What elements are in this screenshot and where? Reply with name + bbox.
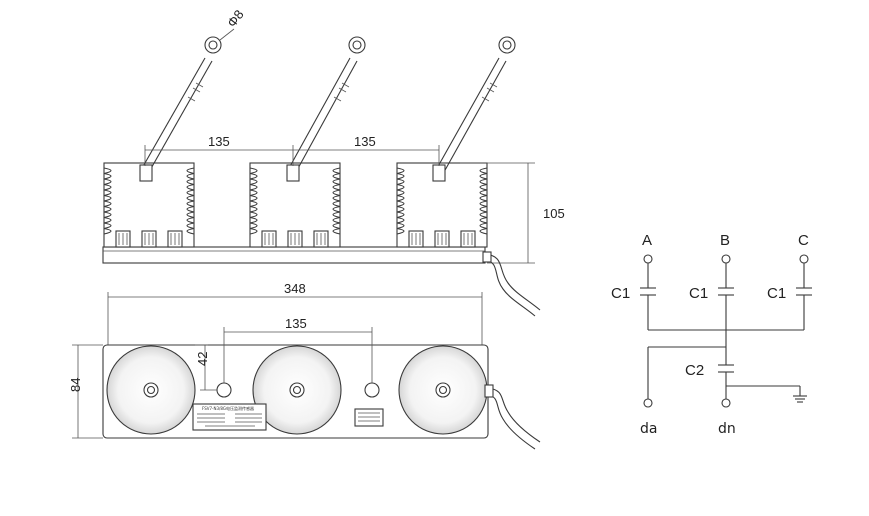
- front-view: Φ8 135 135 105: [102, 7, 565, 317]
- nameplate-text-lines: [197, 413, 262, 427]
- insulator-shed-2: [249, 167, 258, 235]
- bottom-terminal: [408, 230, 424, 248]
- length-label: 348: [284, 281, 306, 296]
- top-terminal-2: [286, 164, 300, 182]
- top-terminal-3: [432, 164, 446, 182]
- bottom-terminal: [115, 230, 131, 248]
- phase-a-label: A: [642, 232, 652, 249]
- small-label: [354, 408, 384, 427]
- insulator-shed-1: [103, 167, 112, 235]
- spacing-right-label: 135: [354, 134, 376, 149]
- bottom-terminal: [460, 230, 476, 248]
- terminal-b: [721, 254, 731, 264]
- terminal-c: [799, 254, 809, 264]
- rod-eye-2: [348, 36, 366, 54]
- bottom-terminal: [167, 230, 183, 248]
- cap-a-label: C1: [611, 285, 630, 302]
- cap-b-label: C1: [689, 285, 708, 302]
- hole-offset-label: 42: [195, 352, 210, 366]
- rod-2: [287, 36, 366, 173]
- schematic: A B C: [611, 232, 812, 437]
- mount-hole-2: [364, 382, 380, 398]
- height-label: 105: [543, 206, 565, 221]
- bottom-terminal: [141, 230, 157, 248]
- top-view: 348 135 42 84 FSV7-N3/8G电压监测传感器: [68, 281, 541, 450]
- terminal-a: [643, 254, 653, 264]
- terminal-dn: [721, 398, 731, 408]
- hole-spacing-label: 135: [285, 316, 307, 331]
- phase-c-label: C: [798, 232, 809, 249]
- out-da-label: da: [640, 421, 657, 437]
- bottom-terminal: [287, 230, 303, 248]
- spacing-left-label: 135: [208, 134, 230, 149]
- cap-ground-label: C2: [685, 362, 704, 379]
- insulator-shed-1: [186, 167, 195, 235]
- nameplate-title: FSV7-N3/8G电压监测传感器: [202, 405, 254, 411]
- phase-b-label: B: [720, 232, 730, 249]
- bottom-terminal: [313, 230, 329, 248]
- bottom-terminal: [261, 230, 277, 248]
- hole-dia-label: Φ8: [224, 7, 247, 30]
- base-plate: [102, 246, 486, 264]
- mount-hole-1: [216, 382, 232, 398]
- insulator-shed-2: [332, 167, 341, 235]
- rod-eye-3: [498, 36, 516, 54]
- terminal-da: [643, 398, 653, 408]
- width-label: 84: [68, 378, 83, 392]
- rod-3: [435, 36, 516, 173]
- out-dn-label: dn: [718, 421, 736, 437]
- insulator-shed-3: [396, 167, 405, 235]
- cap-c-label: C1: [767, 285, 786, 302]
- connecting-rods: [140, 36, 516, 173]
- rod-eye-1: [204, 36, 222, 54]
- rod-1: [140, 36, 222, 173]
- insulator-shed-3: [479, 167, 488, 235]
- bottom-terminal: [434, 230, 450, 248]
- top-terminal-1: [139, 164, 153, 182]
